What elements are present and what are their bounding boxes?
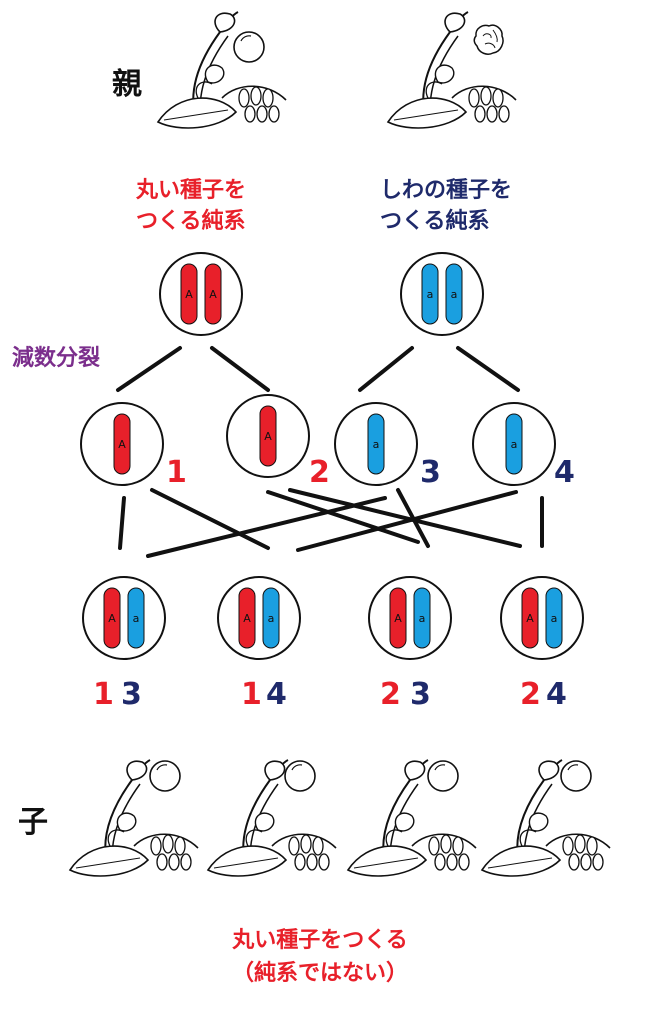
parent-cell-wrinkled: a a bbox=[400, 252, 484, 336]
round-parent-plant-illustration bbox=[157, 11, 287, 129]
chromosome-recessive bbox=[445, 263, 463, 325]
gamete-number-1: 1 bbox=[166, 455, 187, 490]
offspring-cell-2: A a bbox=[217, 576, 301, 660]
chromosome-dominant bbox=[180, 263, 198, 325]
offspring-plant-illustration-2 bbox=[207, 759, 337, 877]
gamete-number-4: 4 bbox=[554, 455, 575, 490]
svg-text:2: 2 bbox=[520, 677, 541, 712]
svg-text:1: 1 bbox=[93, 677, 114, 712]
allele-label: a bbox=[133, 612, 140, 625]
allele-label: A bbox=[264, 430, 272, 443]
chromosome-recessive bbox=[545, 587, 563, 649]
meiosis-lines bbox=[116, 346, 520, 392]
allele-label: a bbox=[419, 612, 426, 625]
svg-text:2: 2 bbox=[380, 677, 401, 712]
allele-label: A bbox=[108, 612, 116, 625]
round-parent-label-line2: つくる純系 bbox=[136, 208, 246, 234]
allele-label: a bbox=[427, 288, 434, 301]
chromosome-recessive bbox=[421, 263, 439, 325]
gamete-cell-2: A bbox=[226, 394, 310, 478]
allele-label: A bbox=[209, 288, 217, 301]
chromosome-dominant bbox=[103, 587, 121, 649]
gamete-cell-1: A bbox=[80, 402, 164, 486]
chromosome-recessive bbox=[127, 587, 145, 649]
parent-label: 親 bbox=[112, 67, 142, 102]
allele-label: A bbox=[394, 612, 402, 625]
offspring-numbers-3: 2 3 bbox=[380, 677, 431, 712]
offspring-seed-illustration-2 bbox=[284, 760, 316, 792]
svg-text:3: 3 bbox=[410, 677, 431, 712]
chromosome-dominant bbox=[521, 587, 539, 649]
offspring-numbers-2: 1 4 bbox=[241, 677, 287, 712]
allele-label: a bbox=[268, 612, 275, 625]
chromosome-recessive bbox=[262, 587, 280, 649]
svg-text:3: 3 bbox=[121, 677, 142, 712]
round-parent-label-line1: 丸い種子を bbox=[135, 178, 246, 203]
child-label: 子 bbox=[18, 805, 48, 840]
chromosome-dominant bbox=[204, 263, 222, 325]
gamete-cell-4: a bbox=[472, 402, 556, 486]
allele-label: a bbox=[511, 438, 518, 451]
offspring-seed-illustration-3 bbox=[427, 760, 459, 792]
allele-label: A bbox=[526, 612, 534, 625]
svg-text:1: 1 bbox=[241, 677, 262, 712]
allele-label: a bbox=[373, 438, 380, 451]
fertilization-lines bbox=[118, 488, 544, 558]
meiosis-label: 減数分裂 bbox=[12, 345, 100, 371]
wrinkled-seed-illustration bbox=[473, 24, 504, 55]
offspring-cell-3: A a bbox=[368, 576, 452, 660]
wrinkled-parent-label-line2: つくる純系 bbox=[380, 208, 490, 234]
wrinkled-parent-label-line1: しわの種子を bbox=[380, 178, 512, 203]
allele-label: a bbox=[451, 288, 458, 301]
chromosome-recessive bbox=[505, 413, 523, 475]
allele-label: A bbox=[185, 288, 193, 301]
allele-label: a bbox=[551, 612, 558, 625]
gamete-number-2: 2 bbox=[309, 455, 330, 490]
round-seed-illustration bbox=[233, 31, 265, 63]
offspring-cell-1: A a bbox=[82, 576, 166, 660]
allele-label: A bbox=[243, 612, 251, 625]
chromosome-recessive bbox=[413, 587, 431, 649]
svg-text:4: 4 bbox=[266, 677, 287, 712]
parent-cell-round: A A bbox=[159, 252, 243, 336]
chromosome-dominant bbox=[238, 587, 256, 649]
chromosome-recessive bbox=[367, 413, 385, 475]
offspring-seed-illustration-4 bbox=[560, 760, 592, 792]
offspring-numbers-1: 1 3 bbox=[93, 677, 142, 712]
chromosome-dominant bbox=[259, 405, 277, 467]
offspring-caption-line1: 丸い種子をつくる bbox=[231, 928, 408, 953]
chromosome-dominant bbox=[389, 587, 407, 649]
offspring-caption-line2: （純系ではない） bbox=[232, 960, 408, 986]
offspring-seed-illustration-1 bbox=[149, 760, 181, 792]
offspring-numbers-4: 2 4 bbox=[520, 677, 567, 712]
allele-label: A bbox=[118, 438, 126, 451]
svg-text:4: 4 bbox=[546, 677, 567, 712]
offspring-cell-4: A a bbox=[500, 576, 584, 660]
chromosome-dominant bbox=[113, 413, 131, 475]
gamete-number-3: 3 bbox=[420, 455, 441, 490]
gamete-cell-3: a bbox=[334, 402, 418, 486]
